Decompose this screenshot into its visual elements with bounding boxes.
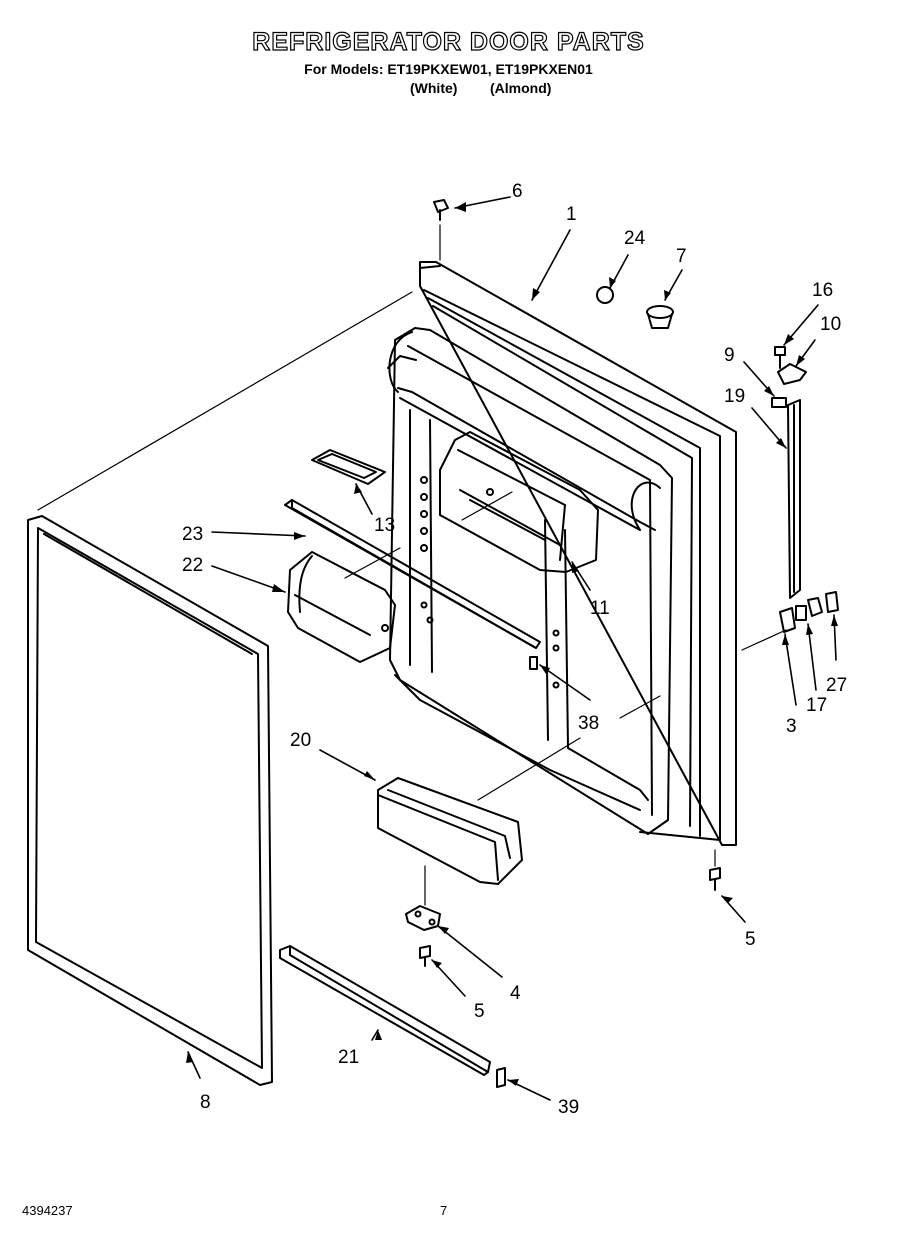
part-4-hinge-plate	[405, 905, 441, 931]
dairy-compartment	[439, 431, 599, 573]
part-6-screw	[433, 199, 449, 221]
document-number: 4394237	[22, 1203, 73, 1218]
callout-5a: 5	[474, 1001, 485, 1022]
models-line: For Models: ET19PKXEW01, ET19PKXEN01	[304, 61, 593, 77]
callout-17: 17	[806, 695, 827, 716]
callout-5b: 5	[745, 929, 756, 950]
callout-9: 9	[724, 345, 735, 366]
callout-10: 10	[820, 314, 841, 335]
part-38-clip	[529, 656, 538, 670]
assembly-guide-lines	[37, 224, 787, 906]
callout-4: 4	[510, 983, 521, 1004]
callout-20: 20	[290, 730, 311, 751]
top-hinge-hardware	[771, 346, 807, 408]
callout-6: 6	[512, 181, 523, 202]
page-title: REFRIGERATOR DOOR PARTS	[252, 27, 645, 56]
callout-22: 22	[182, 555, 203, 576]
part-7-button-plug	[646, 305, 674, 329]
part-39-clip	[496, 1067, 506, 1088]
callout-13: 13	[374, 515, 395, 536]
callout-11: 11	[590, 598, 610, 619]
part-23-rail	[284, 499, 541, 649]
lower-hinge-hardware	[779, 591, 839, 633]
part-20-door-bin	[377, 777, 523, 885]
part-22-butter-box	[287, 551, 396, 663]
color-white-label: (White)	[410, 80, 458, 96]
part-21-trim-strip	[279, 945, 491, 1076]
callout-24: 24	[624, 228, 646, 249]
callout-23: 23	[182, 524, 203, 545]
door-panel	[419, 261, 737, 846]
part-5-screws	[419, 867, 721, 967]
part-13-tray	[311, 449, 386, 485]
callout-1: 1	[566, 204, 577, 225]
callout-39: 39	[558, 1097, 579, 1118]
part-19-hinge-cover	[787, 399, 801, 599]
callout-38: 38	[578, 713, 599, 734]
door-liner	[387, 327, 673, 835]
callout-8: 8	[200, 1092, 211, 1113]
color-almond-label: (Almond)	[490, 80, 552, 96]
callout-7: 7	[676, 246, 687, 267]
page-number: 7	[440, 1203, 448, 1218]
part-8-door-gasket	[27, 515, 273, 1086]
callout-19: 19	[724, 386, 745, 407]
callout-16: 16	[812, 280, 833, 301]
callout-27: 27	[826, 675, 847, 696]
part-24-plug	[596, 286, 614, 304]
callout-21: 21	[338, 1047, 359, 1068]
callout-3: 3	[786, 716, 797, 737]
arrow-heads	[186, 202, 838, 1086]
